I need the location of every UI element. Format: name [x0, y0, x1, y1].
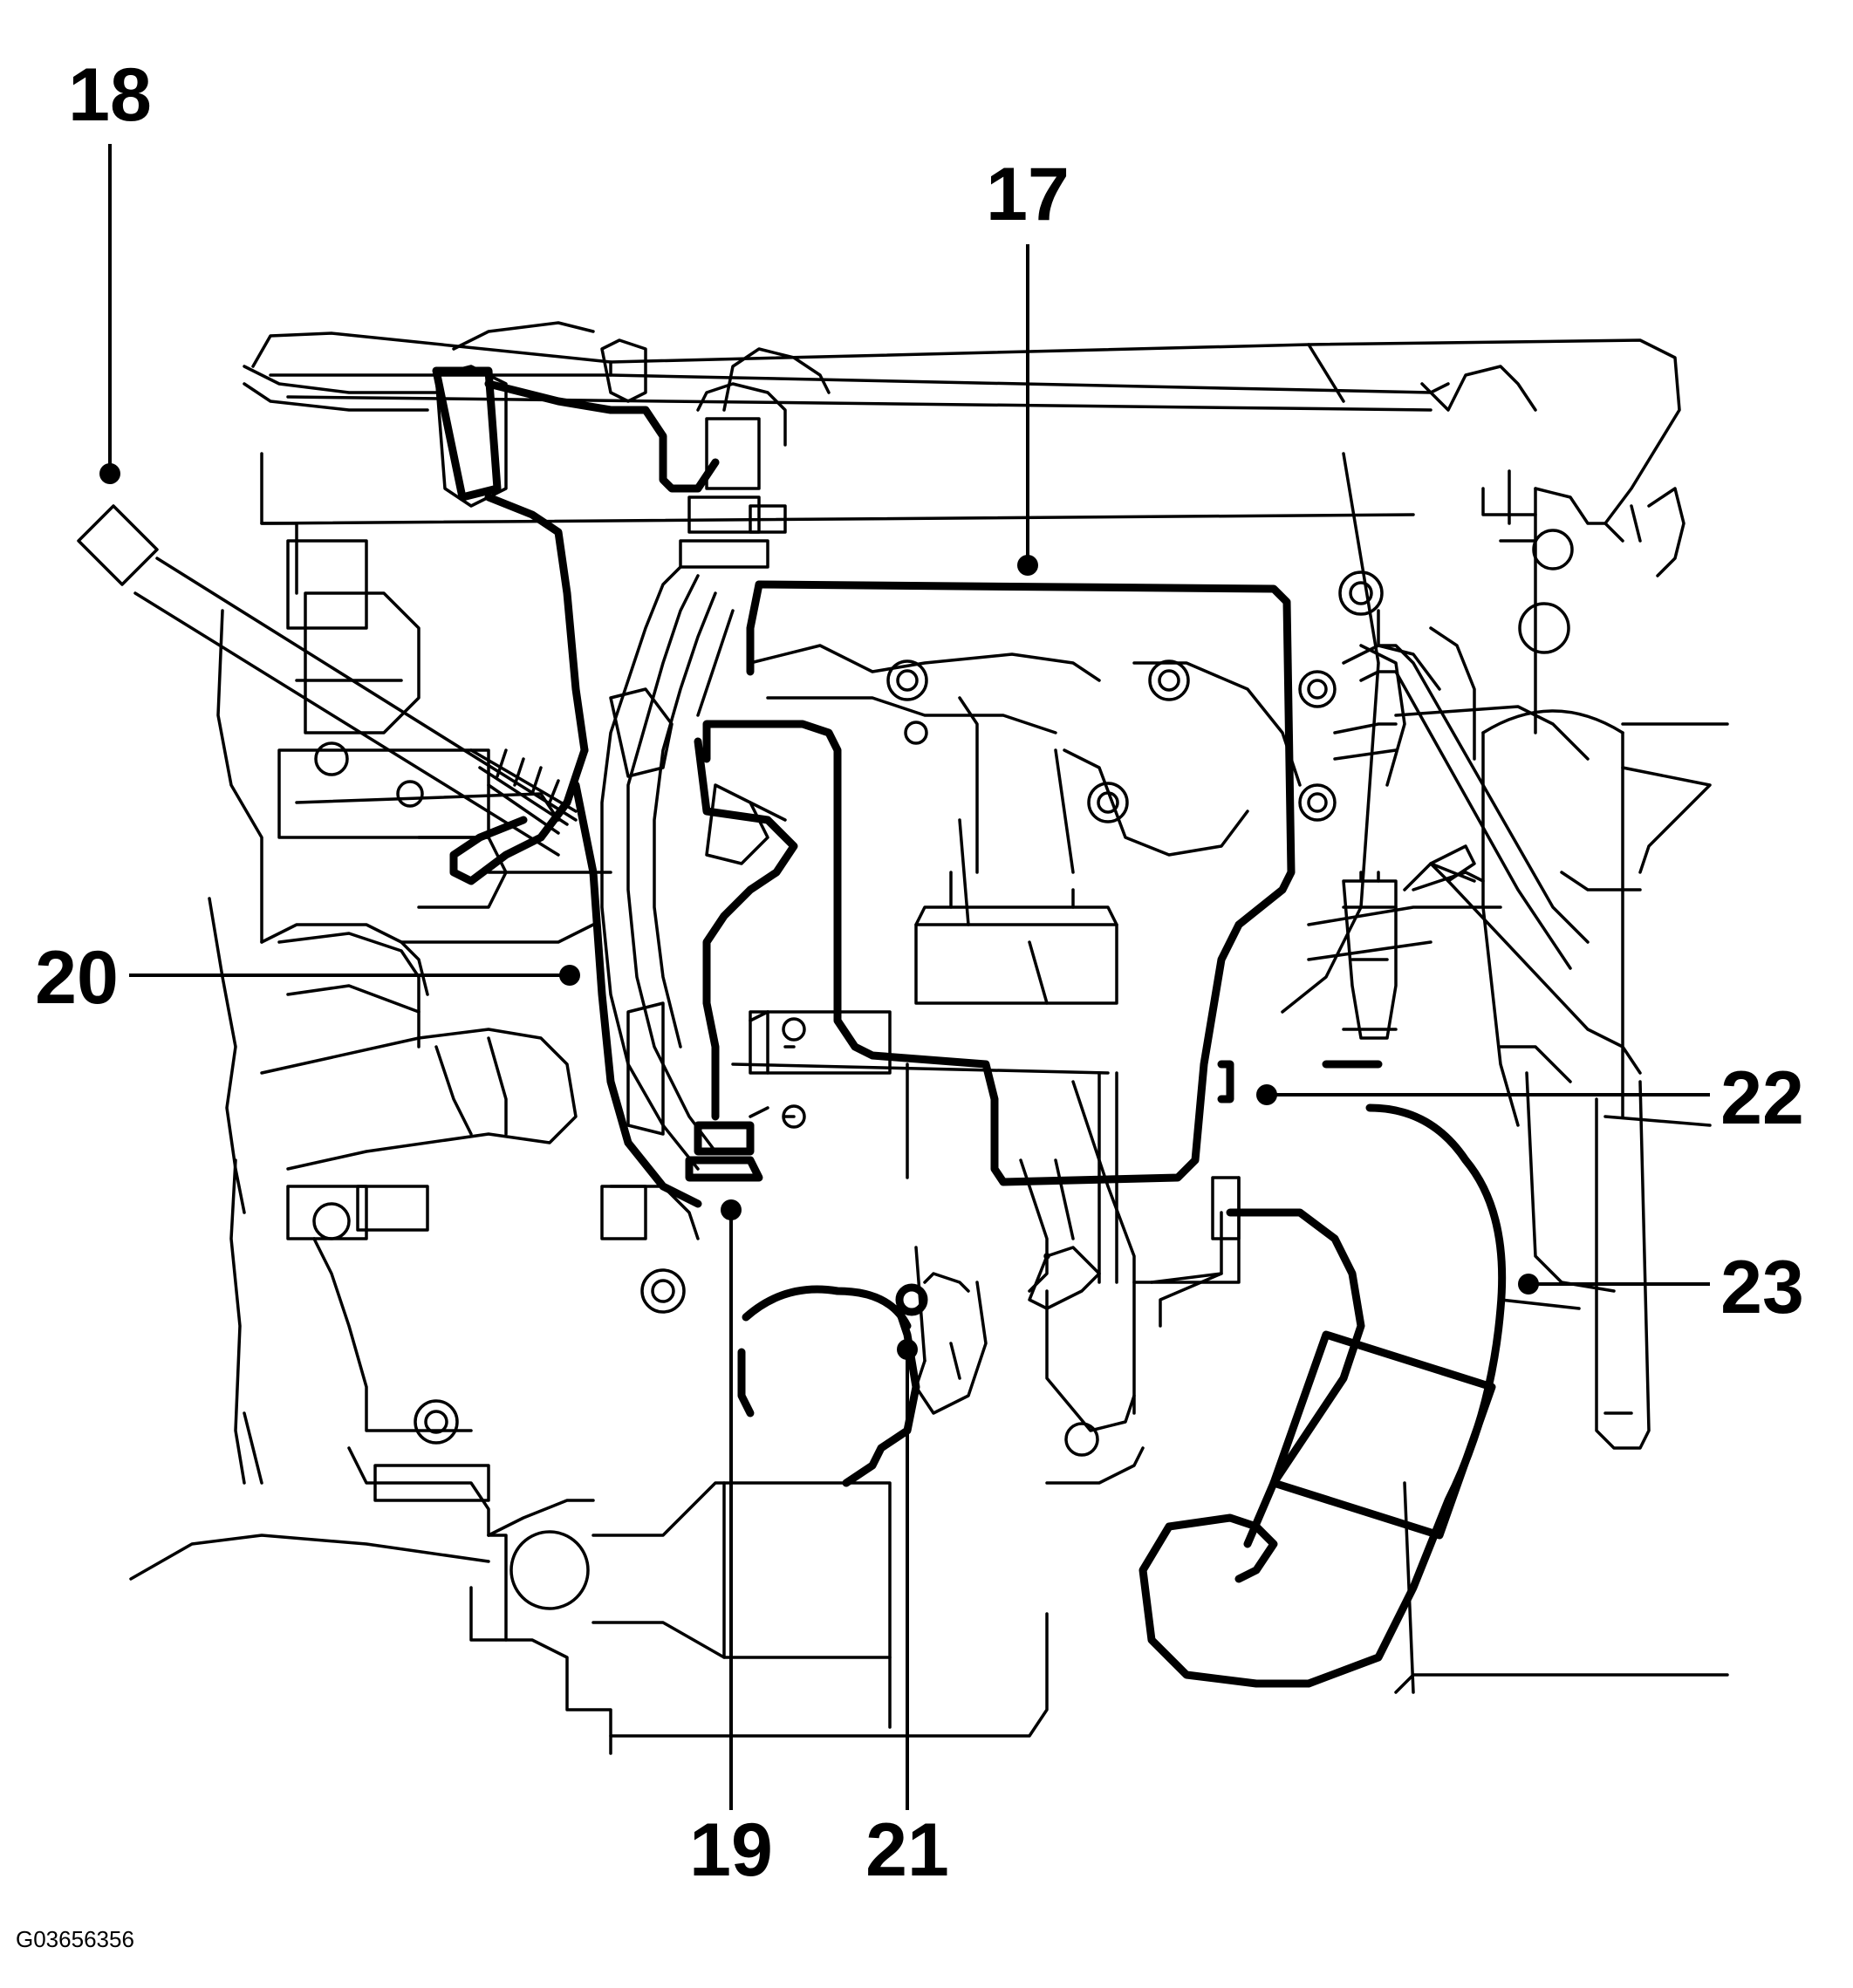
- callout-dot-18: [99, 463, 120, 484]
- highlighted-components: [432, 366, 1507, 1688]
- callout-dot-22: [1256, 1084, 1277, 1105]
- callout-leaders: [99, 144, 1710, 1810]
- component-22-connector: [1217, 1060, 1234, 1103]
- callout-label-21: 21: [865, 1808, 949, 1892]
- component-19-connector: [694, 1121, 755, 1156]
- callout-label-23: 23: [1720, 1246, 1804, 1329]
- component-20-harness: [571, 781, 702, 1208]
- component-21-clamp: [742, 1285, 912, 1330]
- callout-label-19: 19: [689, 1808, 773, 1892]
- callout-label-17: 17: [986, 153, 1070, 236]
- callout-dot-17: [1017, 555, 1038, 576]
- callout-labels: 18 17 20 19 21 22 23: [35, 53, 1804, 1892]
- callout-dot-19: [721, 1199, 742, 1220]
- engine-outline: [77, 321, 1729, 1755]
- callout-dot-20: [559, 965, 580, 986]
- figure-id: G03656356: [16, 1926, 134, 1952]
- callout-label-20: 20: [35, 936, 119, 1020]
- component-18-harness: [432, 366, 502, 502]
- callout-dot-21: [897, 1339, 918, 1360]
- callout-label-18: 18: [68, 53, 152, 137]
- callout-dot-23: [1518, 1274, 1539, 1295]
- component-17-outline: [702, 580, 1296, 1186]
- callout-label-22: 22: [1720, 1056, 1804, 1140]
- component-23-hose: [1226, 1208, 1365, 1548]
